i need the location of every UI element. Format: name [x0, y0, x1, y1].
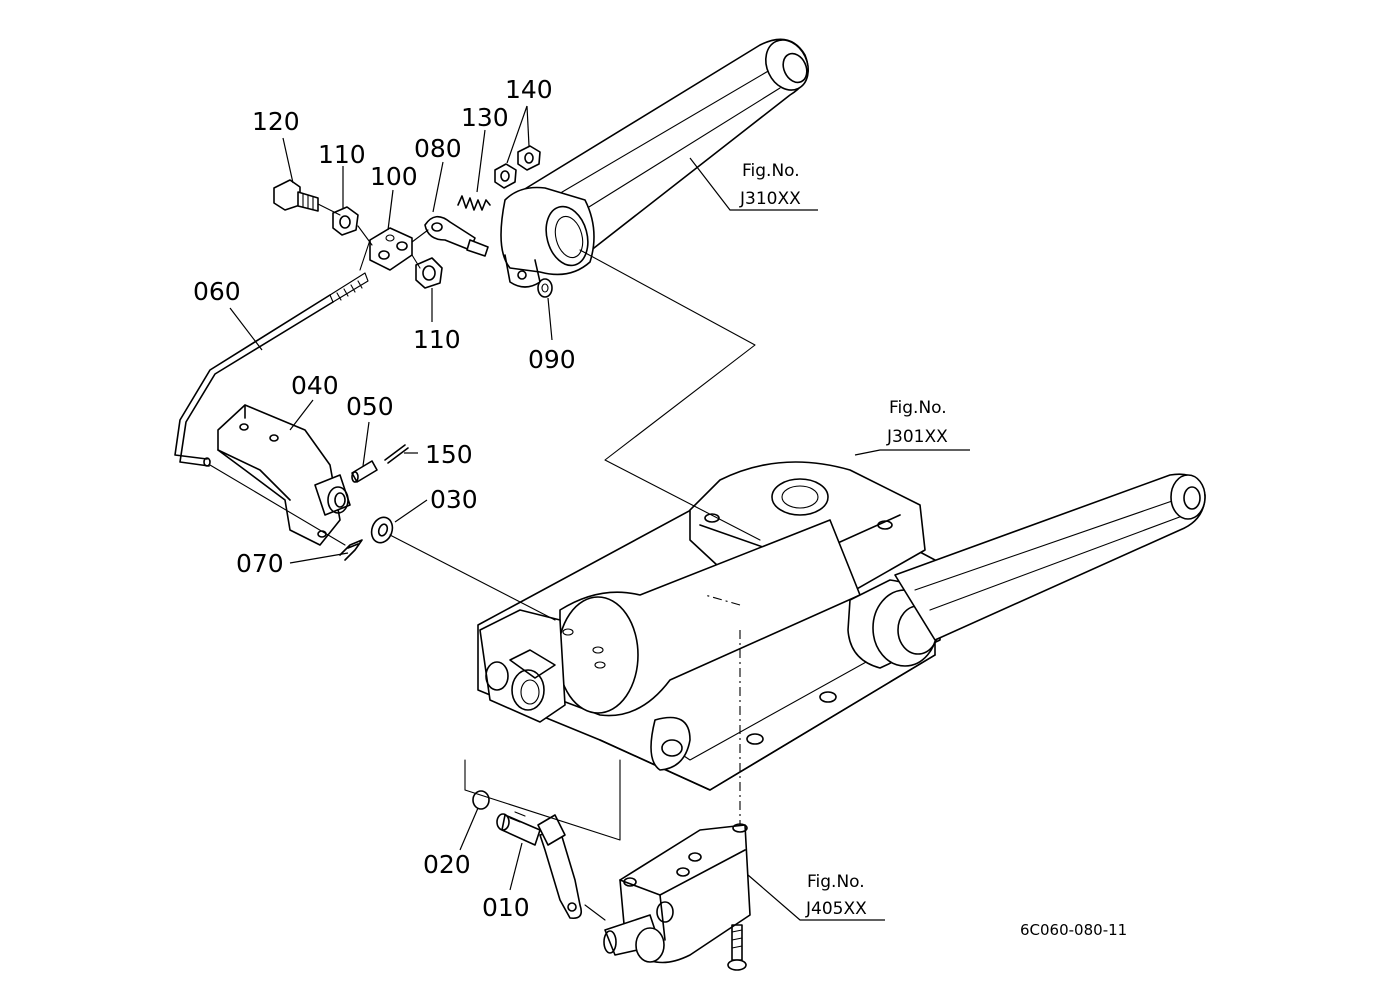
- part-140-nut-b: [517, 145, 541, 171]
- part-020-o-ring: [472, 790, 490, 810]
- part-150-split-pin: [384, 444, 409, 464]
- drawing-code: 6C060-080-11: [1020, 921, 1127, 939]
- label-100: 100: [370, 162, 418, 191]
- fig-ref-housing-prefix: Fig.No.: [889, 398, 947, 418]
- label-150: 150: [425, 440, 473, 469]
- part-080-rod-end: [424, 215, 489, 257]
- label-140: 140: [505, 75, 553, 104]
- fig-ref-housing-code: J301XX: [886, 427, 948, 447]
- part-040-bracket: [217, 404, 351, 546]
- part-010-lever: [496, 811, 583, 920]
- leader-lines: [229, 105, 970, 921]
- fig-ref-arm-prefix: Fig.No.: [742, 161, 800, 181]
- label-050: 050: [346, 392, 394, 421]
- label-040: 040: [291, 371, 339, 400]
- part-110-nut-lower: [415, 257, 443, 289]
- fig-ref-arm-code: J310XX: [739, 189, 801, 209]
- part-140-nut-a: [494, 163, 517, 189]
- label-110-upper: 110: [318, 140, 366, 169]
- label-060: 060: [193, 277, 241, 306]
- lower-lift-arm: [894, 473, 1206, 641]
- fig-ref-valve-code: J405XX: [805, 899, 867, 919]
- lift-housing: [477, 461, 941, 791]
- label-110-lower: 110: [413, 325, 461, 354]
- part-110-nut-upper: [332, 206, 359, 236]
- label-020: 020: [423, 850, 471, 879]
- label-090: 090: [528, 345, 576, 374]
- label-010: 010: [482, 893, 530, 922]
- control-valve: [603, 823, 751, 971]
- part-090-nut: [537, 278, 553, 298]
- part-100-plate: [369, 227, 413, 271]
- label-120: 120: [252, 107, 300, 136]
- label-030: 030: [430, 485, 478, 514]
- part-030-washer: [370, 516, 394, 544]
- label-130: 130: [461, 103, 509, 132]
- label-070: 070: [236, 549, 284, 578]
- label-080: 080: [414, 134, 462, 163]
- upper-lift-arm: [500, 38, 809, 288]
- part-130-spring: [457, 195, 491, 211]
- part-050-pin: [351, 460, 378, 483]
- fig-ref-valve-prefix: Fig.No.: [807, 872, 865, 892]
- assembly-lines: [209, 203, 761, 921]
- part-070-clip: [339, 539, 363, 561]
- part-060-rod: [174, 272, 369, 467]
- part-120-bolt: [273, 179, 319, 212]
